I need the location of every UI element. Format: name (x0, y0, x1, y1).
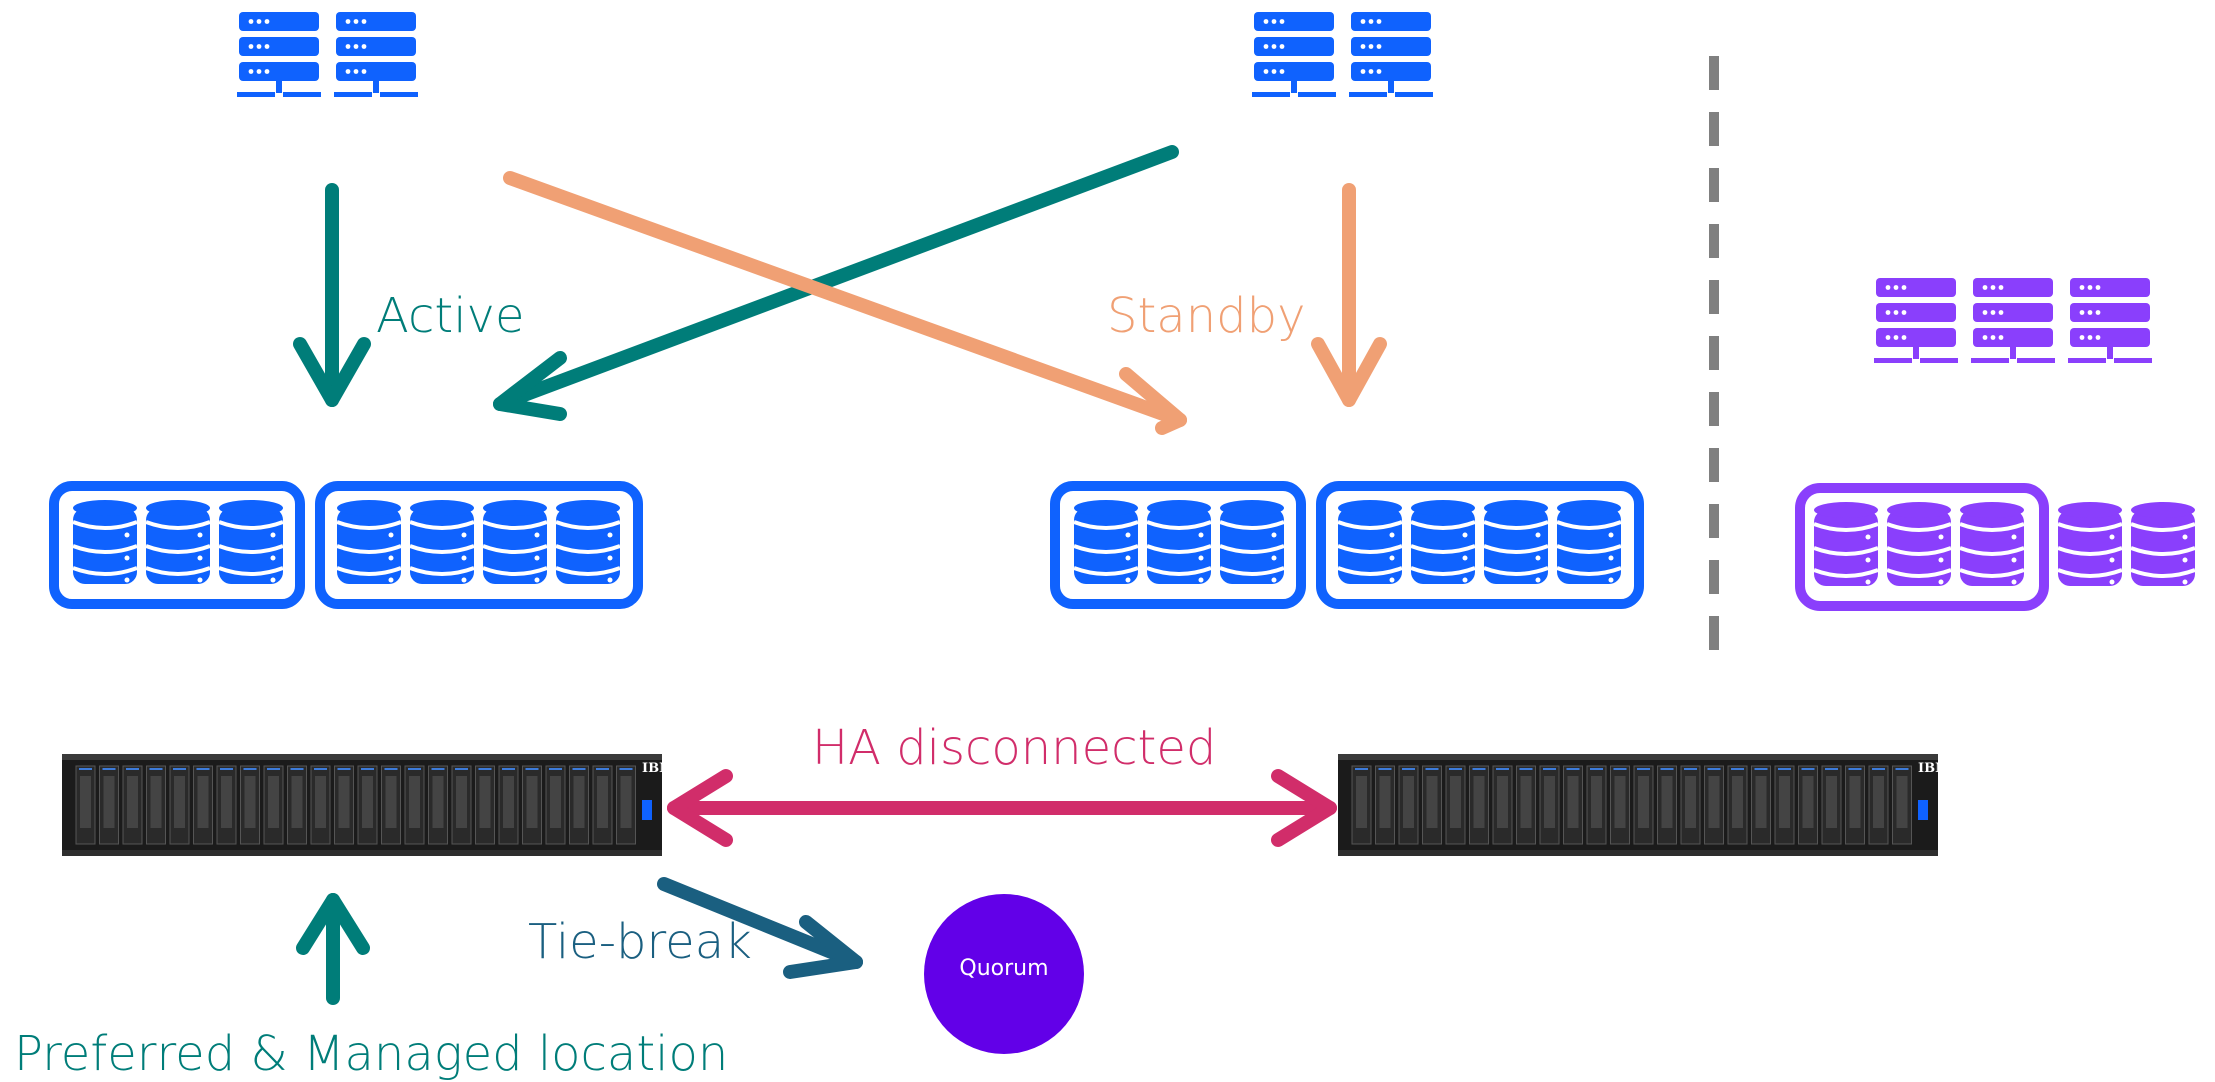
storage-enclosure-icon (1316, 481, 1644, 609)
ha-disconnected-label: HA disconnected (812, 720, 1217, 776)
storage-enclosure-icon (1050, 481, 1306, 609)
standby-arrow (1311, 183, 1387, 407)
server-rack-icon (1874, 278, 1958, 363)
database-cylinder-icon (1885, 500, 1953, 588)
cross-site-active-arrow (493, 145, 1179, 421)
quorum-label: Quorum (959, 956, 1049, 981)
rack-brand-label: IBM (1918, 761, 1949, 776)
host-servers-site2 (1252, 12, 1433, 97)
database-cylinder-icon (71, 498, 139, 586)
database-cylinder-icon (1409, 498, 1477, 586)
preferred-location-label: Preferred & Managed location (14, 1026, 729, 1082)
database-cylinder-icon (2129, 500, 2197, 588)
server-rack-icon (334, 12, 418, 97)
preferred-location-arrow (296, 893, 370, 1005)
storage-array-site2: IBM (1337, 753, 1949, 857)
storage-enclosure-icon (49, 481, 305, 609)
database-cylinder-icon (144, 498, 212, 586)
active-label: Active (376, 288, 525, 344)
tie-break-arrow (657, 877, 863, 979)
volume-group-site1 (49, 481, 643, 609)
server-rack-icon (237, 12, 321, 97)
host-servers-site3 (1874, 278, 2152, 363)
server-rack-icon (1349, 12, 1433, 97)
server-rack-icon (1971, 278, 2055, 363)
database-cylinder-icon (1218, 498, 1286, 586)
volume-group-site3 (1795, 483, 2197, 611)
database-cylinder-icon (1072, 498, 1140, 586)
database-cylinder-icon (2056, 500, 2124, 588)
database-cylinder-icon (481, 498, 549, 586)
rack-brand-label: IBM (642, 761, 673, 776)
server-rack-icon (1252, 12, 1336, 97)
database-cylinder-icon (217, 498, 285, 586)
database-cylinder-icon (1482, 498, 1550, 586)
quorum-node (924, 894, 1084, 1054)
ha-link-arrow (667, 769, 1337, 847)
active-arrow (293, 183, 371, 407)
storage-array-rack (61, 753, 663, 857)
server-rack-icon (2068, 278, 2152, 363)
storage-array-site1: IBM (61, 753, 673, 857)
host-servers-site1 (237, 12, 418, 97)
cross-site-standby-arrow (503, 171, 1187, 435)
database-cylinder-icon (554, 498, 622, 586)
database-cylinder-icon (408, 498, 476, 586)
database-cylinder-icon (1812, 500, 1880, 588)
storage-enclosure-icon (1795, 483, 2049, 611)
tie-break-label: Tie-break (528, 914, 752, 970)
standby-label: Standby (1107, 288, 1306, 344)
database-cylinder-icon (1958, 500, 2026, 588)
database-cylinder-icon (1336, 498, 1404, 586)
database-cylinder-icon (335, 498, 403, 586)
volume-group-site2 (1050, 481, 1644, 609)
storage-enclosure-icon (315, 481, 643, 609)
database-cylinder-icon (1555, 498, 1623, 586)
database-cylinder-icon (1145, 498, 1213, 586)
storage-array-rack (1337, 753, 1939, 857)
